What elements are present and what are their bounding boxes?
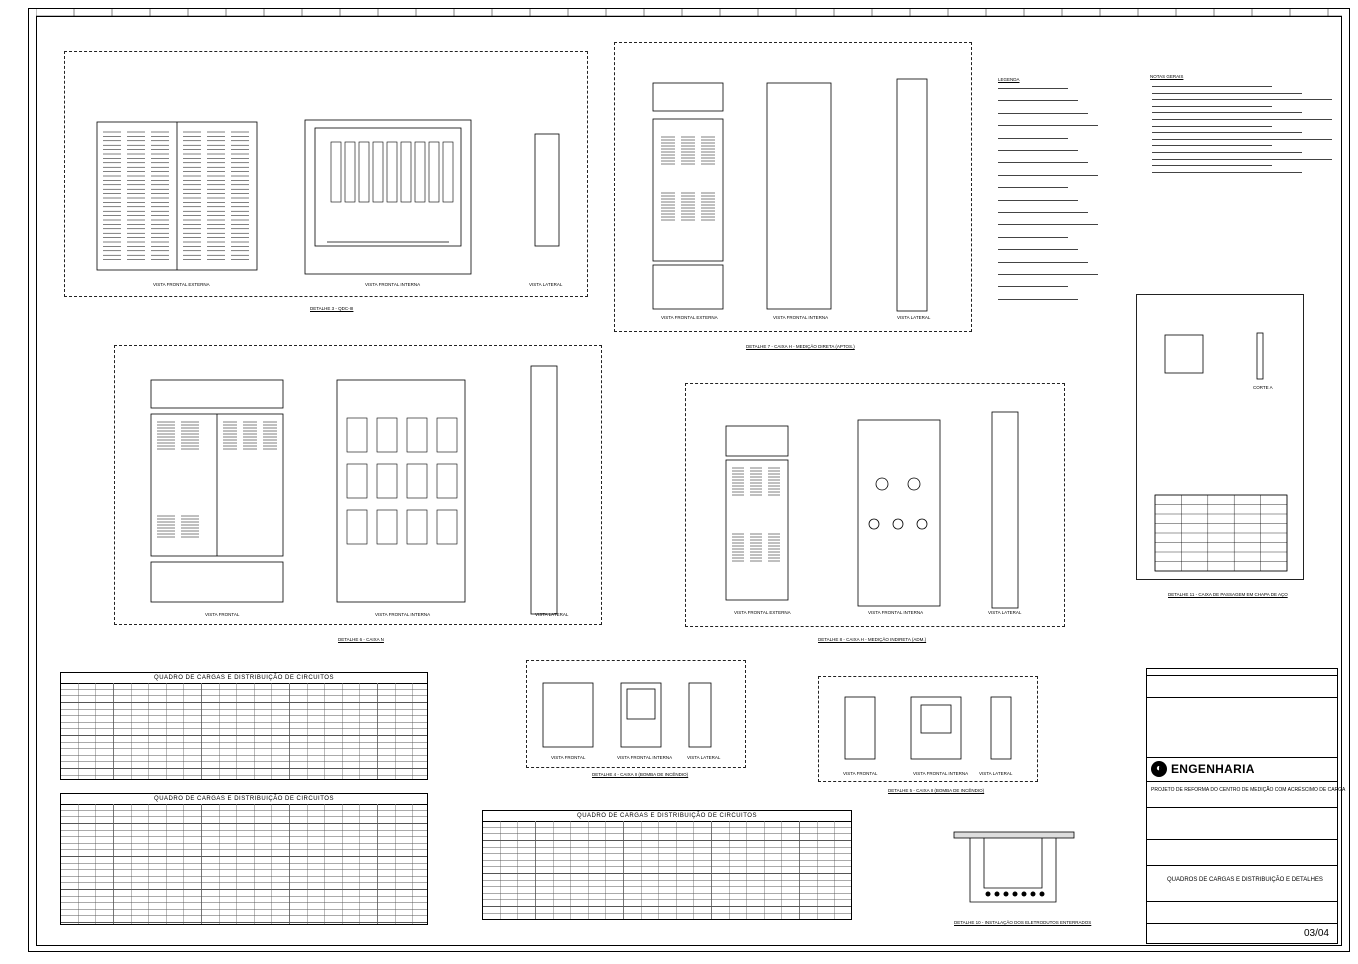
detail-7-drawing [652,78,928,312]
sheet-outer-border [28,8,1350,952]
detail-11-corte: CORTE A [1253,385,1273,390]
detail-3-view-externa: VISTA FRONTAL EXTERNA [153,282,210,287]
detail-8-caption: DETALHE 8 - CAIXA H - MEDIÇÃO INDIRETA (… [818,637,927,642]
detail-8-view-lateral: VISTA LATERAL [988,610,1022,615]
detail-4-view-frontal: VISTA FRONTAL [551,755,586,760]
detail-5-drawing [844,696,1012,760]
detail-6-drawing [150,365,558,615]
detail-8-panel: VISTA FRONTAL EXTERNA VISTA FRONTAL INTE… [685,383,1065,627]
detail-7-view-lateral: VISTA LATERAL [897,315,931,320]
detail-11-caption: DETALHE 11 - CAIXA DE PASSAGEM EM CHAPA … [1168,592,1288,597]
detail-6-view-interna: VISTA FRONTAL INTERNA [375,612,431,617]
detail-7-panel: VISTA FRONTAL EXTERNA VISTA FRONTAL INTE… [614,42,972,332]
top-ruler [36,8,1342,16]
detail-10-caption: DETALHE 10 - INSTALAÇÃO DOS ELETRODUTOS … [954,920,1092,925]
detail-5-view-frontal: VISTA FRONTAL [843,771,878,776]
detail-8-view-interna: VISTA FRONTAL INTERNA [868,610,924,615]
company-logo: ◐ ENGENHARIA [1151,761,1254,777]
load-table-3-grid [483,821,851,919]
load-table-2-grid [61,804,427,924]
notes-title: NOTAS GERAIS [1150,74,1184,79]
detail-5-panel: VISTA FRONTAL VISTA FRONTAL INTERNA VIST… [818,676,1038,782]
sheet-number: 03/04 [1303,928,1329,939]
detail-6-view-lateral: VISTA LATERAL [535,612,569,617]
logo-text: ENGENHARIA [1171,762,1255,776]
detail-7-view-externa: VISTA FRONTAL EXTERNA [661,315,718,320]
sheet-inner-border [36,16,1342,946]
load-table-1: QUADRO DE CARGAS E DISTRIBUIÇÃO DE CIRCU… [60,672,428,780]
load-table-3: QUADRO DE CARGAS E DISTRIBUIÇÃO DE CIRCU… [482,810,852,920]
logo-icon: ◐ [1151,761,1167,777]
detail-11-drawing [1154,332,1288,572]
sheet-title: QUADROS DE CARGAS E DISTRIBUIÇÃO E DETAL… [1167,877,1323,883]
detail-4-view-interna: VISTA FRONTAL INTERNA [617,755,673,760]
legend-title: LEGENDA [998,77,1020,82]
detail-7-view-interna: VISTA FRONTAL INTERNA [773,315,829,320]
detail-8-drawing [725,411,1019,609]
detail-4-caption: DETALHE 4 - CAIXA II (BOMBA DE INCÊNDIO) [592,772,689,777]
detail-3-view-interna: VISTA FRONTAL INTERNA [365,282,421,287]
detail-4-drawing [542,682,712,748]
detail-6-panel: VISTA FRONTAL VISTA FRONTAL INTERNA VIST… [114,345,602,625]
detail-3-view-lateral: VISTA LATERAL [529,282,563,287]
detail-3-drawing [96,119,560,275]
detail-4-panel: VISTA FRONTAL VISTA FRONTAL INTERNA VIST… [526,660,746,768]
detail-3-panel: VISTA FRONTAL EXTERNA VISTA FRONTAL INTE… [64,51,588,297]
detail-5-caption: DETALHE 5 - CAIXA II (BOMBA DE INCÊNDIO) [888,788,985,793]
detail-6-view-frontal: VISTA FRONTAL [205,612,240,617]
title-block: ◐ ENGENHARIA PROJETO DE REFORMA DO CENTR… [1146,668,1345,944]
detail-11-panel: CORTE A [1136,294,1304,580]
detail-5-view-interna: VISTA FRONTAL INTERNA [913,771,969,776]
detail-6-caption: DETALHE 6 - CAIXA N [338,637,384,642]
detail-8-view-externa: VISTA FRONTAL EXTERNA [734,610,791,615]
detail-7-caption: DETALHE 7 - CAIXA H - MEDIÇÃO DIRETA (AP… [746,344,855,349]
detail-4-view-lateral: VISTA LATERAL [687,755,721,760]
load-table-2: QUADRO DE CARGAS E DISTRIBUIÇÃO DE CIRCU… [60,793,428,925]
detail-3-caption: DETALHE 3 - QDC-III [310,306,354,311]
load-table-1-grid [61,683,427,779]
detail-5-view-lateral: VISTA LATERAL [979,771,1013,776]
project-title: PROJETO DE REFORMA DO CENTRO DE MEDIÇÃO … [1151,787,1346,793]
detail-10-drawing [953,831,1075,903]
